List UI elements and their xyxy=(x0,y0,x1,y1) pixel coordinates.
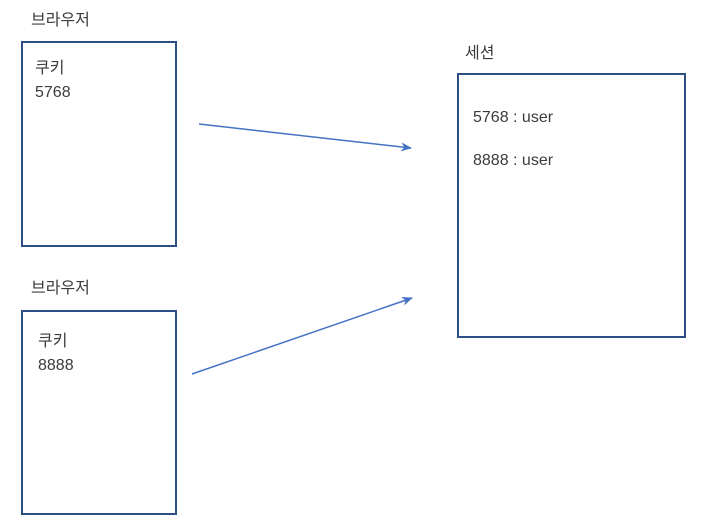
arrow-browser2-to-session xyxy=(191,297,413,375)
browser2-cookie-label: 쿠키 xyxy=(38,333,68,350)
session-entry: 8888 : user xyxy=(473,152,554,169)
browser2-cookie-value: 8888 xyxy=(38,357,74,374)
browser1-box: 쿠키 5768 xyxy=(21,41,177,247)
browser1-cookie-label: 쿠키 xyxy=(35,60,65,77)
arrow-browser1-to-session xyxy=(198,123,412,152)
session-label: 세션 xyxy=(465,45,495,62)
browser1-cookie-value: 5768 xyxy=(35,84,71,101)
session-entry: 5768 : user xyxy=(473,109,554,126)
browser1-label: 브라우저 xyxy=(31,12,90,29)
browser2-box: 쿠키 8888 xyxy=(21,310,177,515)
session-box: 5768 : user 8888 : user xyxy=(457,73,686,338)
browser2-label: 브라우저 xyxy=(31,280,90,297)
